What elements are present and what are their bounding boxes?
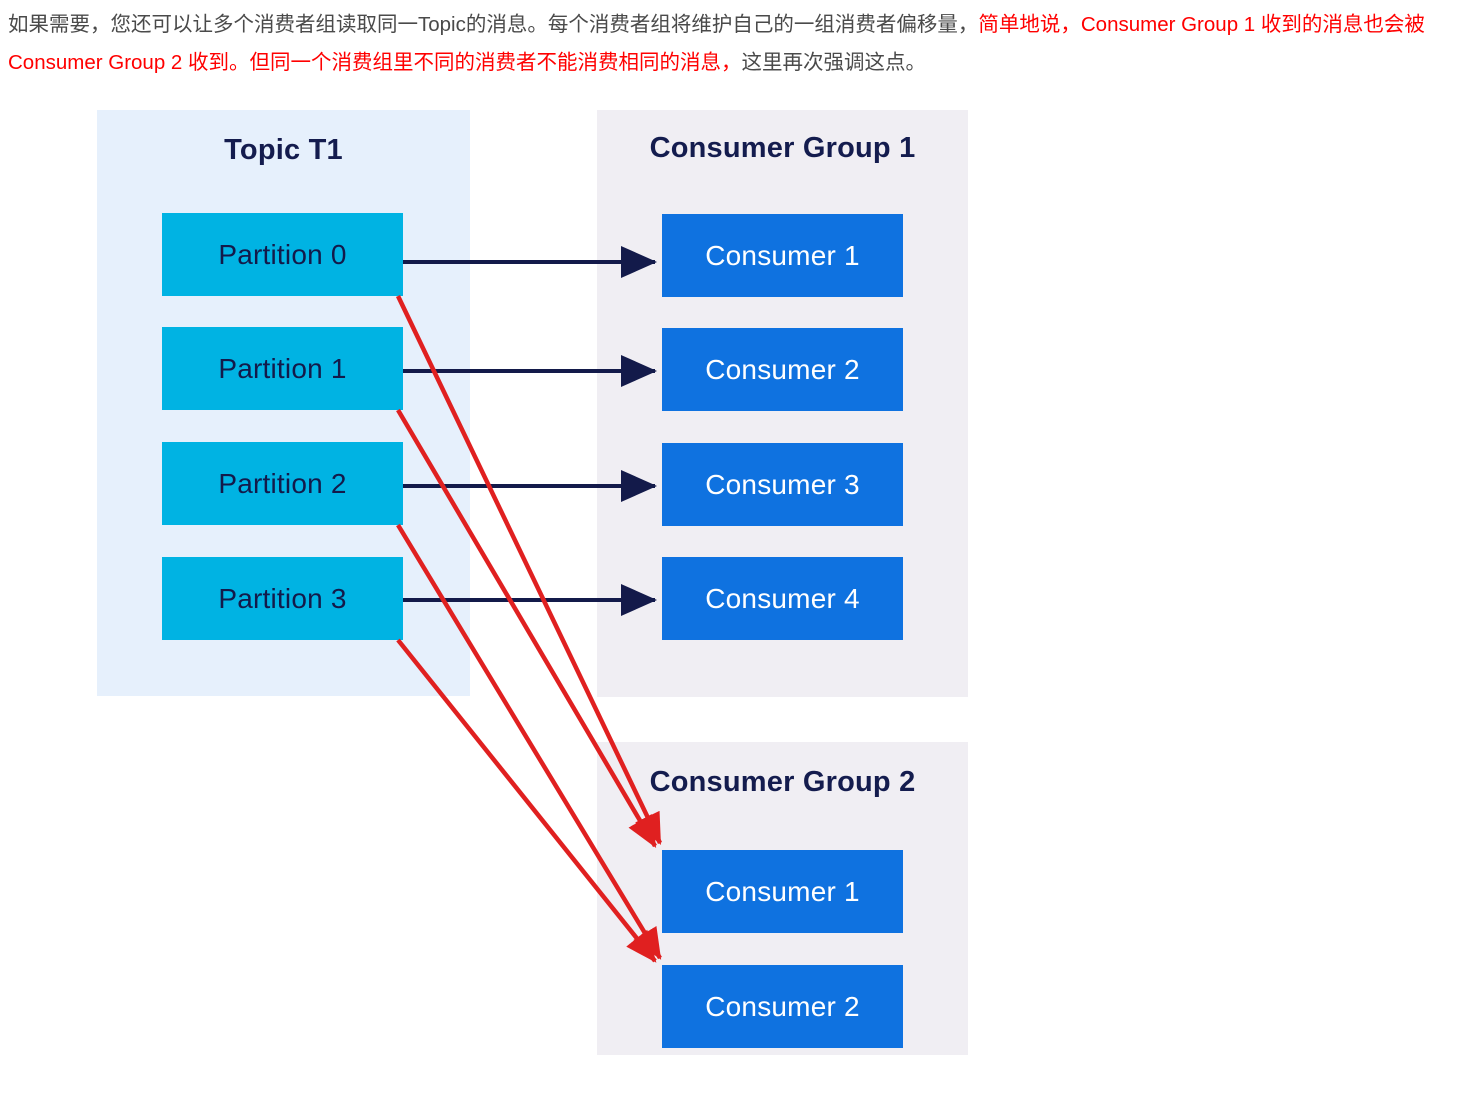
cg2-consumer-node-2[interactable]: Consumer 2 [662,965,903,1048]
cg1-consumer-node-1[interactable]: Consumer 1 [662,214,903,297]
cg2-consumer-node-1[interactable]: Consumer 1 [662,850,903,933]
paragraph-segment-gray-2: 这里再次强调这点。 [741,51,927,74]
paragraph-segment-gray-1: 如果需要，您还可以让多个消费者组读取同一Topic的消息。每个消费者组将维护自己… [8,13,979,36]
cg1-consumer-node-3-label: Consumer 3 [705,468,860,500]
cg1-consumer-node-3[interactable]: Consumer 3 [662,443,903,526]
partition-node-0-label: Partition 0 [218,238,347,270]
explanatory-paragraph: 如果需要，您还可以让多个消费者组读取同一Topic的消息。每个消费者组将维护自己… [8,6,1466,82]
cg1-consumer-node-4[interactable]: Consumer 4 [662,557,903,640]
cg1-consumer-node-2[interactable]: Consumer 2 [662,328,903,411]
consumer-group-2-title: Consumer Group 2 [649,766,916,798]
cg2-consumer-node-1-label: Consumer 1 [705,875,860,907]
partition-node-3-label: Partition 3 [218,582,347,614]
partition-node-1[interactable]: Partition 1 [162,327,403,410]
partition-node-1-label: Partition 1 [218,352,347,384]
partition-node-2-label: Partition 2 [218,467,347,499]
partition-node-2[interactable]: Partition 2 [162,442,403,525]
cg1-consumer-node-4-label: Consumer 4 [705,582,860,614]
topic-panel-title: Topic T1 [224,134,343,166]
partition-node-0[interactable]: Partition 0 [162,213,403,296]
cg1-consumer-node-2-label: Consumer 2 [705,353,860,385]
paragraph-segment-red: 简单地说，Consumer Group 1 收到的消息也会被Consumer G… [8,13,1425,74]
cg1-consumer-node-1-label: Consumer 1 [705,239,860,271]
consumer-group-1-title: Consumer Group 1 [649,132,916,164]
partition-node-3[interactable]: Partition 3 [162,557,403,640]
cg2-consumer-node-2-label: Consumer 2 [705,990,860,1022]
